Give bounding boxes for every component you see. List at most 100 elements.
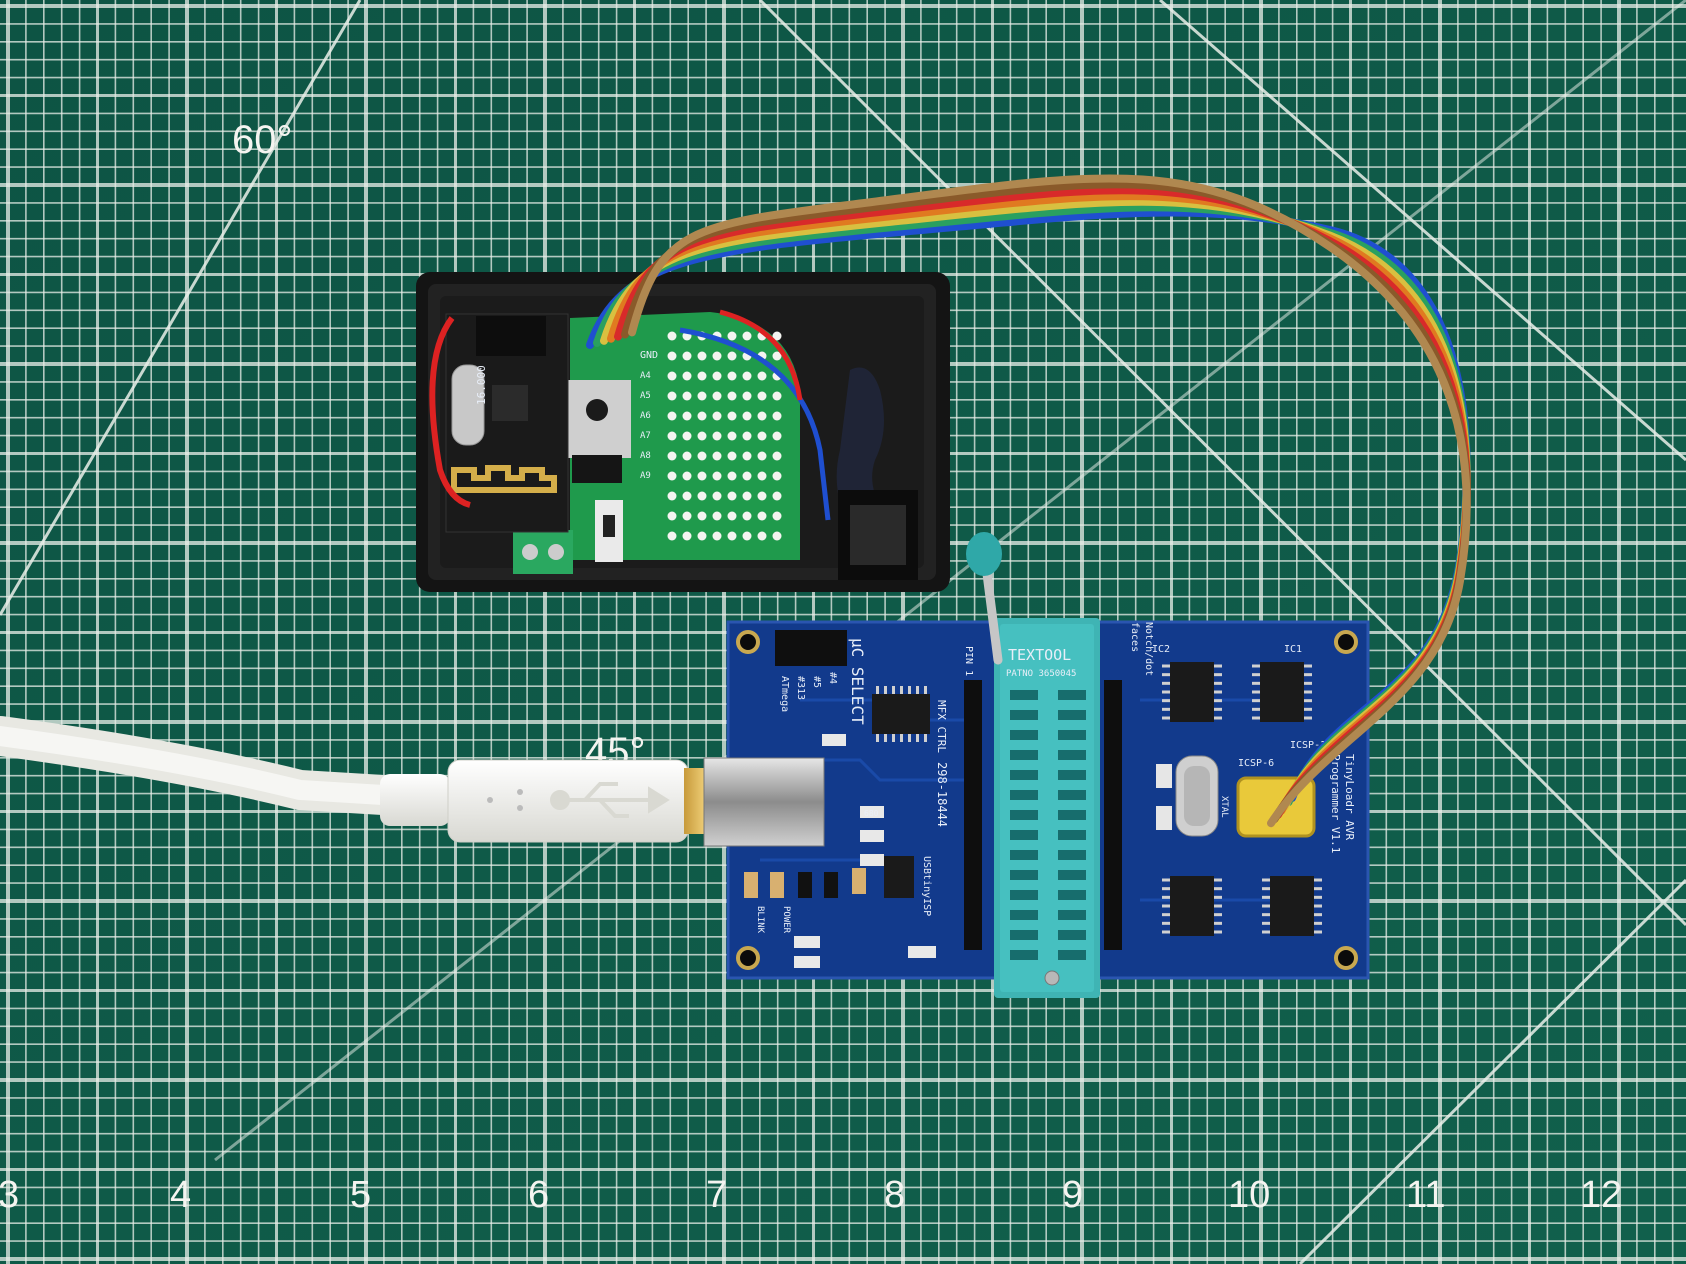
ic2-label: IC2	[1152, 644, 1170, 655]
chip-leg	[1252, 673, 1260, 677]
zif-slot	[1010, 750, 1038, 760]
blue-wire	[679, 327, 831, 521]
chip-leg	[1304, 716, 1312, 720]
chip-leg	[1162, 673, 1170, 677]
proto-hole	[727, 451, 737, 461]
zif-slot	[1058, 750, 1086, 760]
mfx-ctrl-label: MFX CTRL	[935, 700, 948, 753]
proto-hole	[667, 491, 677, 501]
proto-hole	[757, 411, 767, 421]
zif-slot	[1058, 850, 1086, 860]
zif-slot	[1010, 910, 1038, 920]
socket-subtitle: PATNO 3650045	[1006, 669, 1076, 679]
usb-icon	[550, 782, 670, 818]
ruler-number: 7	[706, 1174, 727, 1216]
chip-leg	[1252, 664, 1260, 668]
icsp6-label: ICSP-6	[1238, 758, 1274, 769]
proto-hole	[742, 451, 752, 461]
chip-leg	[1162, 904, 1170, 908]
chip-leg	[1214, 904, 1222, 908]
proto-hole	[712, 431, 722, 441]
power-label: POWER	[781, 906, 791, 934]
proto-hole	[682, 431, 692, 441]
chip-leg	[1162, 878, 1170, 882]
chip-leg	[1314, 921, 1322, 925]
chip-leg	[1314, 913, 1322, 917]
chip-leg	[1162, 930, 1170, 934]
chip-leg	[1214, 699, 1222, 703]
proto-hole	[697, 491, 707, 501]
zif-slot	[1058, 870, 1086, 880]
chip-leg	[1262, 913, 1270, 917]
proto-hole	[727, 411, 737, 421]
chip-leg	[1214, 707, 1222, 711]
chip-leg	[916, 734, 919, 742]
proto-hole	[742, 331, 752, 341]
zif-lever-knob	[966, 532, 1002, 576]
pcb-opt5: #5	[811, 676, 822, 688]
chip-leg	[1214, 878, 1222, 882]
zif-slot	[1010, 710, 1038, 720]
proto-hole	[697, 371, 707, 381]
proto-hole	[682, 391, 692, 401]
icsp10-label: ICSP-10	[1290, 740, 1332, 751]
proto-hole	[772, 491, 782, 501]
proto-hole	[697, 431, 707, 441]
proto-hole	[712, 511, 722, 521]
chip-legs	[1162, 664, 1322, 934]
chip-leg	[1214, 681, 1222, 685]
board-name-2: Programmer V1.1	[1329, 754, 1342, 853]
proto-hole	[742, 431, 752, 441]
usb-b-connector	[703, 757, 825, 847]
zif-slot	[1010, 930, 1038, 940]
proto-board: GND A4 A5 A6 A7 A8 A9	[513, 312, 800, 574]
chip-leg	[1304, 681, 1312, 685]
proto-hole	[712, 451, 722, 461]
chip-leg	[1304, 664, 1312, 668]
nrf24-module: 16.000	[445, 313, 569, 533]
proto-hole	[697, 471, 707, 481]
proto-hole	[697, 411, 707, 421]
pcb-opt313: #313	[795, 676, 806, 700]
zif-slot	[1010, 850, 1038, 860]
chip-leg	[908, 734, 911, 742]
chip-leg	[1162, 716, 1170, 720]
zif-slot	[1058, 770, 1086, 780]
chip-leg	[1214, 664, 1222, 668]
proto-hole	[772, 531, 782, 541]
chip-leg	[1162, 887, 1170, 891]
proto-pin-label: A7	[640, 431, 651, 441]
chip-leg	[900, 734, 903, 742]
zif-slot	[1010, 790, 1038, 800]
proto-hole	[682, 411, 692, 421]
proto-hole	[682, 511, 692, 521]
ruler-numbers: 3 4 5 6 7 8 9 10 11 12	[0, 1174, 1622, 1216]
proto-hole	[667, 531, 677, 541]
proto-hole	[757, 431, 767, 441]
chip-leg	[908, 686, 911, 694]
usbtiny-label: USBtinyISP	[921, 856, 932, 916]
chip-leg	[1252, 707, 1260, 711]
zif-slot	[1058, 690, 1086, 700]
zif-slot	[1010, 890, 1038, 900]
proto-hole	[667, 391, 677, 401]
proto-hole	[727, 391, 737, 401]
proto-hole	[727, 531, 737, 541]
chip-leg	[892, 686, 895, 694]
zif-slot	[1058, 910, 1086, 920]
chip-leg	[1162, 895, 1170, 899]
proto-hole	[667, 451, 677, 461]
zif-slot	[1058, 890, 1086, 900]
zif-slot	[1010, 950, 1038, 960]
ruler-number: 11	[1406, 1174, 1445, 1216]
proto-hole	[742, 471, 752, 481]
proto-hole	[757, 531, 767, 541]
chip-leg	[1214, 716, 1222, 720]
proto-hole	[712, 371, 722, 381]
chip-leg	[1214, 673, 1222, 677]
proto-hole	[682, 351, 692, 361]
proto-pin-label: A8	[640, 451, 651, 461]
proto-hole	[727, 471, 737, 481]
